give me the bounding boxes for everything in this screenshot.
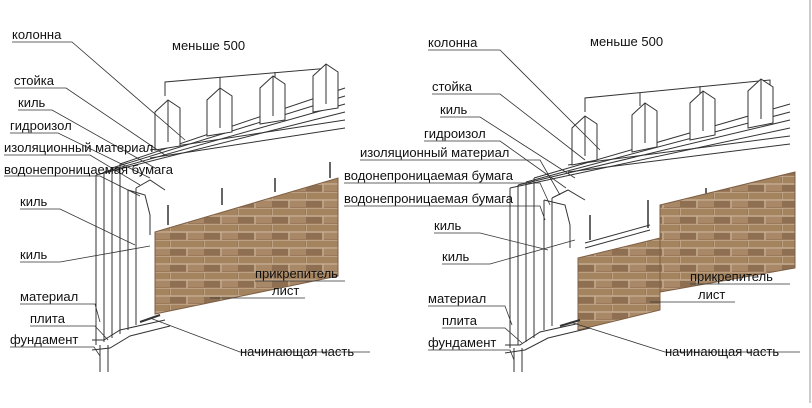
fasteners-left — [167, 162, 331, 225]
label-stud-right: стойка — [432, 79, 473, 94]
leaders-left — [4, 41, 370, 357]
dimension-line-left — [164, 67, 331, 96]
label-material-right: материал — [428, 291, 486, 306]
label-foundation-right: фундамент — [428, 335, 496, 350]
label-permeable-paper-left: водонепроницаемая бумага — [4, 162, 174, 177]
label-keel-right-1: киль — [440, 102, 468, 117]
label-keel-right-2: киль — [434, 218, 462, 233]
label-material-left: материал — [20, 289, 78, 304]
label-keel-right-3: киль — [442, 249, 470, 264]
label-starter-left: начинающая часть — [240, 344, 354, 359]
label-column-left: колонна — [12, 27, 62, 42]
label-waterproofing-left: гидроизол — [10, 118, 72, 133]
left-diagram: меньше 500 — [4, 27, 370, 372]
label-column-right: колонна — [428, 35, 478, 50]
label-keel-left-2: киль — [20, 194, 48, 209]
label-fastener-right: прикрепитель — [690, 269, 773, 284]
dimension-label-right: меньше 500 — [590, 34, 663, 49]
dimension-label-left: меньше 500 — [172, 38, 245, 53]
columns-right — [571, 78, 774, 166]
label-foundation-left: фундамент — [10, 332, 78, 347]
label-waterproofing-right: гидроизол — [424, 126, 486, 141]
starter-strip-left — [139, 314, 161, 323]
dimension-line-right — [584, 79, 771, 112]
label-stud-left: стойка — [14, 73, 55, 88]
brick-panel-right-lower — [577, 237, 661, 331]
right-diagram: меньше 500 — [344, 34, 800, 372]
leaders-right — [344, 49, 800, 361]
label-keel-left-1: киль — [18, 95, 46, 110]
label-sheet-left: лист — [272, 283, 299, 298]
starter-strip-right — [559, 319, 581, 327]
label-sheet-right: лист — [698, 287, 725, 302]
label-insulation-right: изоляционный материал — [360, 145, 509, 160]
wall-frame-left — [91, 87, 346, 372]
label-starter-right: начинающая часть — [665, 344, 779, 359]
brick-panel-left — [154, 177, 339, 315]
label-slab-right: плита — [442, 313, 478, 328]
label-permeable-paper-right-1: водонепроницаемая бумага — [344, 168, 514, 183]
label-fastener-left: прикрепитель — [255, 266, 338, 281]
label-slab-left: плита — [30, 311, 66, 326]
wall-frame-right — [504, 103, 791, 372]
label-insulation-left: изоляционный материал — [4, 140, 153, 155]
label-permeable-paper-right-2: водонепроницаемая бумага — [344, 191, 514, 206]
label-keel-left-3: киль — [20, 247, 48, 262]
